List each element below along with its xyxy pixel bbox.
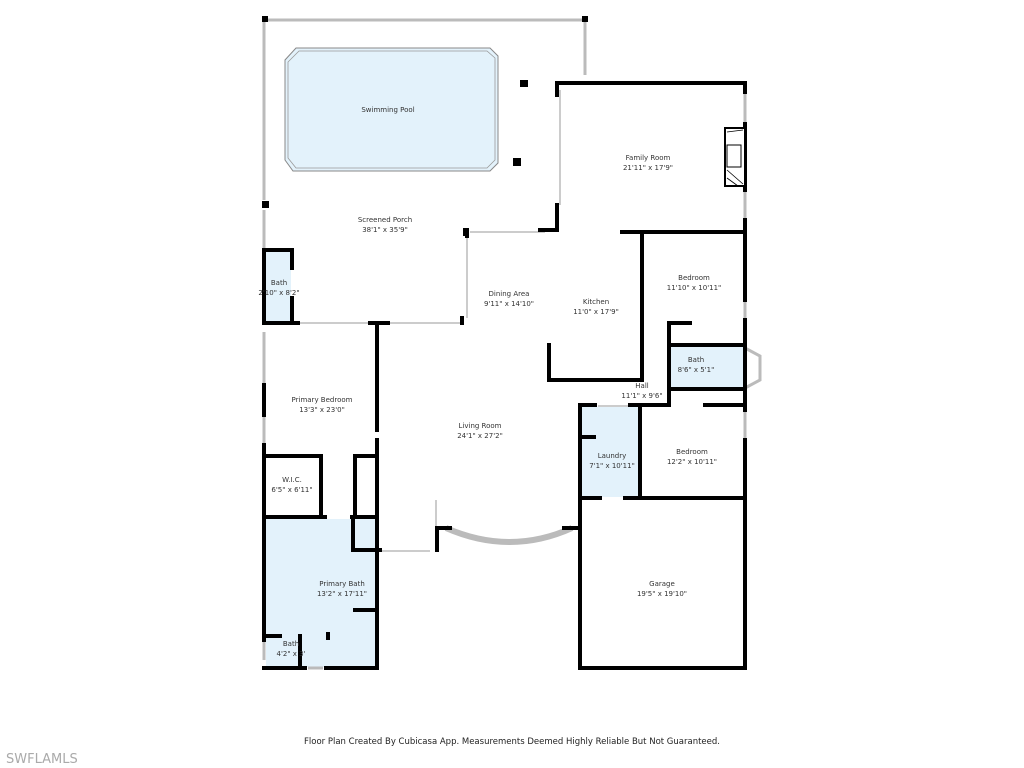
room-size: 4'2" x 3' (276, 650, 306, 658)
room-name: Laundry (597, 452, 627, 460)
room-label-bath-porch: Bath 2'10" x 8'2" (258, 278, 299, 298)
room-name: Living Room (458, 422, 502, 430)
room-label-laundry: Laundry 7'1" x 10'11" (589, 451, 635, 471)
room-name: Bedroom (678, 274, 710, 282)
room-label-bath3: Bath 4'2" x 3' (276, 639, 305, 659)
room-name: W.I.C. (282, 476, 302, 484)
pool-fill (284, 47, 499, 172)
room-label-living: Living Room 24'1" x 27'2" (457, 421, 503, 441)
room-label-bedroom1: Bedroom 11'10" x 10'11" (667, 273, 722, 293)
room-name: Primary Bedroom (291, 396, 353, 404)
room-name: Hall (635, 382, 649, 390)
room-size: 13'3" x 23'0" (299, 406, 345, 414)
room-name: Screened Porch (357, 216, 413, 224)
room-name: Bedroom (676, 448, 708, 456)
room-size: 8'6" x 5'1" (677, 366, 715, 374)
room-size: 19'5" x 19'10" (636, 590, 688, 598)
columns (262, 16, 588, 236)
walls (262, 81, 747, 670)
bay-window (444, 525, 574, 545)
room-label-primary-bedroom: Primary Bedroom 13'3" x 23'0" (292, 395, 353, 415)
room-name: Dining Area (488, 290, 530, 298)
room-size: 6'5" x 6'11" (271, 486, 313, 494)
room-name: Kitchen (582, 298, 610, 306)
room-size: 11'0" x 17'9" (573, 308, 619, 316)
room-size: 11'10" x 10'11" (666, 284, 722, 292)
room-label-hall: Hall 11'1" x 9'6" (621, 381, 662, 401)
room-label-family: Family Room 21'11" x 17'9" (623, 153, 673, 173)
room-name: Bath (687, 356, 705, 364)
room-name: Bath (282, 640, 300, 648)
watermark: SWFLAMLS (6, 752, 78, 767)
room-size: 2'10" x 8'2" (258, 289, 300, 297)
room-name: Family Room (625, 154, 671, 162)
laundry-fill (582, 407, 640, 497)
disclaimer-footer: Floor Plan Created By Cubicasa App. Meas… (304, 737, 720, 747)
pool-edge (287, 50, 496, 169)
bath2-fill (671, 347, 745, 389)
room-label-primary-bath: Primary Bath 13'2" x 17'11" (317, 579, 367, 599)
room-size: 9'11" x 14'10" (483, 300, 535, 308)
room-size: 24'1" x 27'2" (457, 432, 503, 440)
room-size: 11'1" x 9'6" (621, 392, 663, 400)
room-label-wic: W.I.C. 6'5" x 6'11" (271, 475, 312, 495)
room-label-porch: Screened Porch 38'1" x 35'9" (358, 215, 412, 235)
room-size: 38'1" x 35'9" (362, 226, 408, 234)
room-size: 13'2" x 17'11" (316, 590, 368, 598)
room-size: 21'11" x 17'9" (622, 164, 674, 172)
room-name: Primary Bath (319, 580, 365, 588)
room-label-garage: Garage 19'5" x 19'10" (637, 579, 687, 599)
room-label-bath2: Bath 8'6" x 5'1" (678, 355, 715, 375)
room-fills (266, 47, 745, 667)
room-size: 12'2" x 10'11" (666, 458, 718, 466)
primary-bath-fill (266, 519, 376, 667)
fireplace-icon (724, 127, 746, 187)
screens (262, 18, 762, 670)
room-label-pool: Swimming Pool (361, 105, 414, 115)
room-name: Garage (649, 580, 675, 588)
room-name: Swimming Pool (361, 106, 415, 114)
room-size: 7'1" x 10'11" (589, 462, 635, 470)
room-label-dining: Dining Area 9'11" x 14'10" (484, 289, 534, 309)
room-name: Bath (270, 279, 288, 287)
room-label-bedroom2: Bedroom 12'2" x 10'11" (667, 447, 717, 467)
room-label-kitchen: Kitchen 11'0" x 17'9" (573, 297, 619, 317)
bath-porch-fill (266, 252, 291, 322)
